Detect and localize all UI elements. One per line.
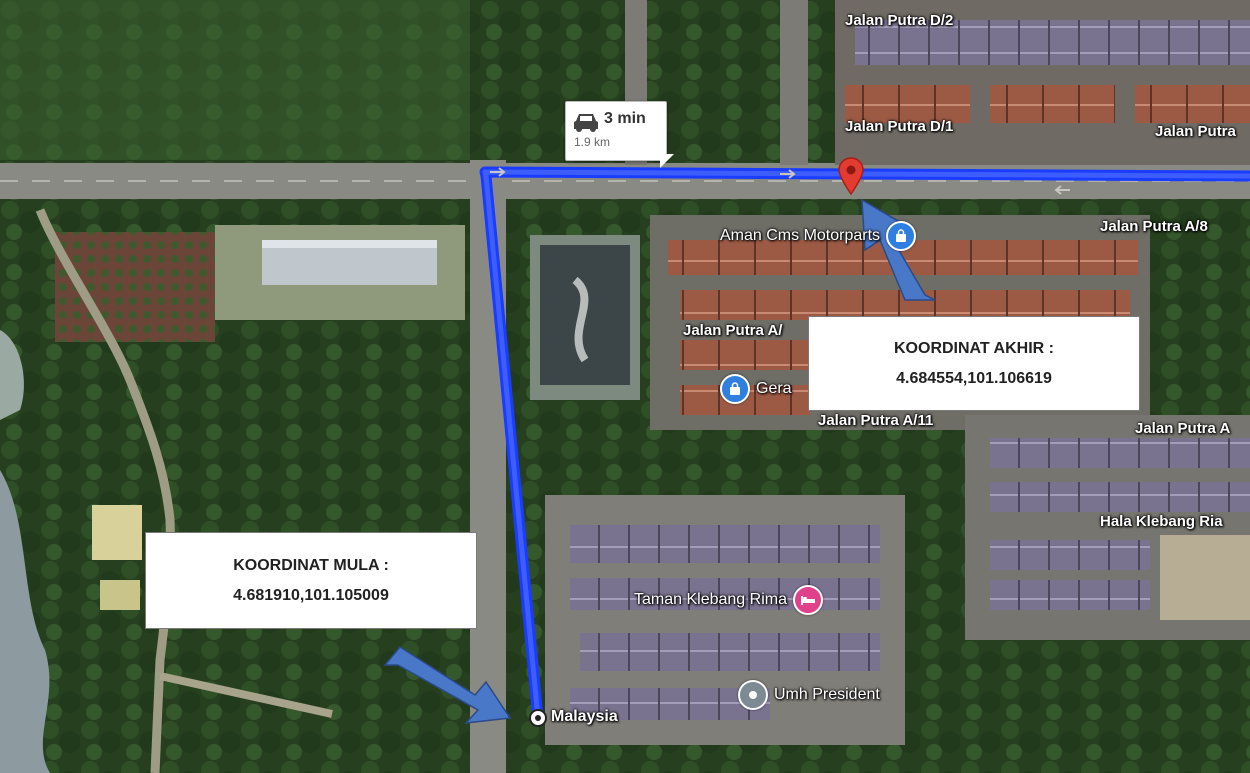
start-coordinate-value: 4.681910,101.105009 xyxy=(233,586,389,604)
arrow-to-start xyxy=(383,646,512,724)
bed-icon xyxy=(792,585,823,615)
end-coordinate-title: KOORDINAT AKHIR : xyxy=(894,339,1054,357)
end-coordinate-value: 4.684554,101.106619 xyxy=(896,369,1052,387)
start-place-label: Malaysia xyxy=(551,708,618,725)
route-duration: 3 min xyxy=(604,110,646,127)
map-pin-icon[interactable] xyxy=(837,157,865,195)
street-label: Jalan Putra A/8 xyxy=(1100,218,1208,235)
street-label: Jalan Putra A/11 xyxy=(818,412,934,429)
poi-gerai[interactable]: Gera xyxy=(720,374,792,404)
route-distance: 1.9 km xyxy=(574,135,611,149)
street-label: Jalan Putra A/ xyxy=(683,322,783,339)
shopping-bag-icon xyxy=(720,374,750,404)
street-label: Jalan Putra D/1 xyxy=(845,118,954,135)
start-coordinate-title: KOORDINAT MULA : xyxy=(233,556,389,574)
street-label: Jalan Putra D/2 xyxy=(845,12,954,29)
place-dot-icon xyxy=(738,680,768,710)
street-label: Hala Klebang Ria xyxy=(1100,513,1223,530)
car-icon xyxy=(574,114,598,132)
street-label: Jalan Putra A xyxy=(1135,420,1231,437)
street-label: Jalan Putra xyxy=(1155,123,1236,140)
poi-aman-cms-motorparts[interactable]: Aman Cms Motorparts xyxy=(720,221,917,251)
poi-umh-president[interactable]: Umh President xyxy=(738,680,880,710)
route-eta-bubble[interactable]: 3 min 1.9 km xyxy=(565,101,674,168)
poi-label: Gera xyxy=(756,380,792,397)
poi-taman-klebang-rima[interactable]: Taman Klebang Rima xyxy=(634,585,823,615)
end-coordinate-box: KOORDINAT AKHIR : 4.684554,101.106619 xyxy=(808,316,1140,411)
poi-label: Umh President xyxy=(774,686,880,703)
poi-label: Taman Klebang Rima xyxy=(634,591,787,608)
poi-label: Aman Cms Motorparts xyxy=(720,227,881,244)
start-coordinate-box: KOORDINAT MULA : 4.681910,101.105009 xyxy=(145,532,477,629)
shopping-bag-icon xyxy=(886,221,917,251)
